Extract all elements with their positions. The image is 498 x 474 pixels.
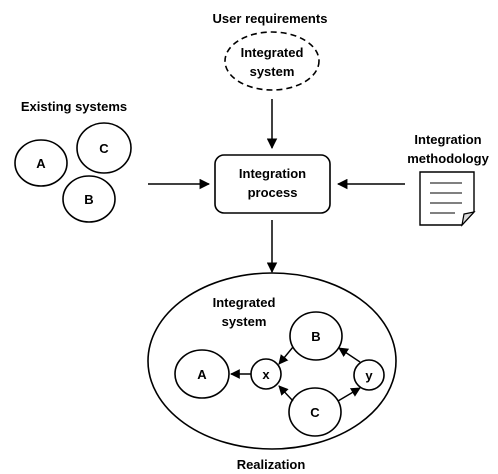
document-icon [419, 171, 476, 227]
realization-node-y-label: y [365, 368, 373, 383]
realization-node-b-label: B [311, 329, 320, 344]
requirement-bubble [224, 31, 320, 91]
existing-system-node-a [14, 139, 68, 187]
edge-y-to-b [338, 347, 361, 363]
existing-system-node-b-label: B [84, 192, 93, 207]
realization-node-a-label: A [197, 367, 207, 382]
realization-label: Realization [237, 457, 306, 472]
realization-node-y [353, 359, 385, 391]
realization-node-a [174, 349, 230, 399]
integration-methodology-label-line1: Integration [414, 132, 481, 147]
realization-node-b [289, 311, 343, 361]
process-box-line2: process [248, 185, 298, 200]
existing-systems-label: Existing systems [21, 99, 127, 114]
edge-b-to-x [278, 346, 294, 365]
realization-title-line2: system [222, 314, 267, 329]
process-box-line1: Integration [239, 166, 306, 181]
realization-node-c [288, 387, 342, 437]
edge-c-to-y [337, 387, 361, 402]
existing-system-node-b [62, 175, 116, 223]
existing-system-node-a-label: A [36, 156, 46, 171]
existing-system-node-c-label: C [99, 141, 109, 156]
user-requirements-label: User requirements [213, 11, 328, 26]
realization-title-line1: Integrated [213, 295, 276, 310]
requirement-bubble-line1: Integrated [241, 45, 304, 60]
realization-node-c-label: C [310, 405, 320, 420]
requirement-bubble-line2: system [250, 64, 295, 79]
edge-c-to-x [278, 385, 294, 402]
existing-system-node-c [76, 122, 132, 174]
integration-process-box [214, 154, 331, 214]
integration-methodology-label-line2: methodology [407, 151, 489, 166]
realization-node-x-label: x [262, 367, 270, 382]
